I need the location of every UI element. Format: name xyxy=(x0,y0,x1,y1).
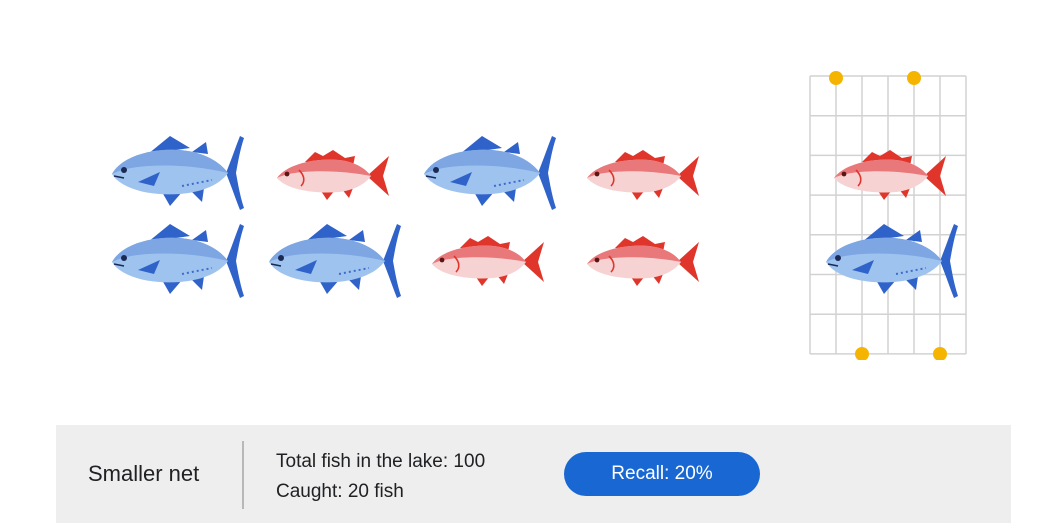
fishing-net xyxy=(809,71,967,360)
tuna-fish xyxy=(108,222,248,305)
net-tuna-fish xyxy=(822,222,962,305)
net-float xyxy=(855,347,869,360)
stats-block: Total fish in the lake: 100 Caught: 20 f… xyxy=(276,447,485,507)
net-grid xyxy=(809,75,967,355)
net-float xyxy=(907,71,921,85)
red-fish xyxy=(585,148,701,209)
recall-badge: Recall: 20% xyxy=(564,452,760,496)
recall-text: Recall: 20% xyxy=(611,463,713,484)
tuna-fish xyxy=(420,134,560,217)
tuna-fish xyxy=(265,222,405,305)
net-floats xyxy=(829,71,947,360)
net-label: Smaller net xyxy=(88,461,200,486)
total-fish-text: Total fish in the lake: 100 xyxy=(276,451,486,472)
net-red-fish xyxy=(832,148,948,209)
red-fish xyxy=(275,148,391,209)
info-bar: Smaller net Total fish in the lake: 100 … xyxy=(56,425,1011,523)
net-float xyxy=(933,347,947,360)
caught-text: Caught: 20 fish xyxy=(276,481,404,502)
red-fish xyxy=(585,234,701,295)
net-float xyxy=(829,71,843,85)
divider xyxy=(242,441,244,509)
tuna-fish xyxy=(108,134,248,217)
red-fish xyxy=(430,234,546,295)
